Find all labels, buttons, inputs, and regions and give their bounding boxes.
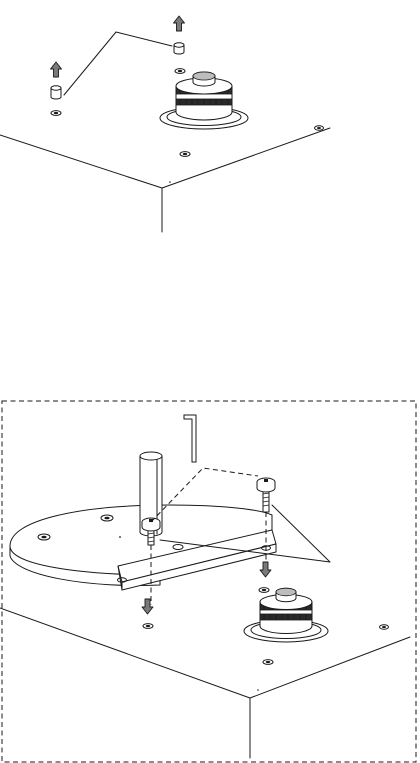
arrow-up-icon [51, 62, 62, 77]
plinth-hole [380, 625, 389, 629]
arrow-down-icon [260, 562, 271, 577]
plinth-top [0, 69, 330, 232]
platter-spindle-bearing [160, 72, 248, 129]
transit-pin [51, 86, 61, 99]
transit-pin [174, 43, 184, 54]
plinth-hole [143, 624, 153, 629]
allen-key [184, 415, 196, 462]
arrow-up-icon [174, 16, 185, 31]
leader-line [64, 32, 172, 95]
top-panel [0, 16, 330, 232]
plinth-hole [180, 152, 190, 157]
detail-frame [2, 401, 416, 762]
plinth-hole [51, 111, 61, 116]
plinth [0, 588, 410, 758]
arrow-down-icon [142, 599, 153, 614]
plinth-hole [259, 588, 269, 593]
plinth-hole [175, 69, 185, 74]
screw [257, 478, 275, 512]
plinth-hole [263, 660, 273, 665]
plinth-hole [315, 126, 324, 130]
platter-spindle-bearing [244, 588, 328, 642]
bottom-panel [0, 401, 416, 762]
